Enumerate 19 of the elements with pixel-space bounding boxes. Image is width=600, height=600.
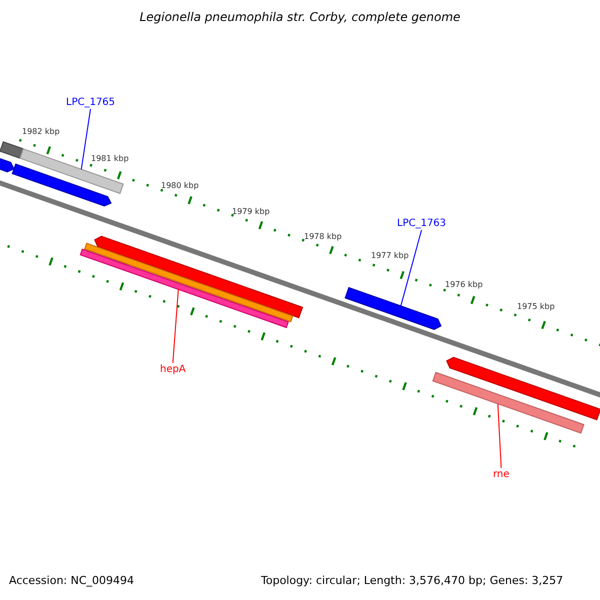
leader-line [400,230,422,306]
scale-label: 1980 kbp [161,182,199,191]
scale-label: 1975 kbp [517,303,555,312]
gene-arrow [344,286,442,330]
leader-line [172,288,179,364]
diagram-title: Legionella pneumophila str. Corby, complete genome [138,11,462,24]
gene-arrow [80,248,289,328]
gene-label: LPC_1765 [66,97,116,108]
footer-text: Accession: NC_009494 [9,575,134,588]
gene-label: LPC_1763 [397,218,446,229]
scale-label: 1976 kbp [445,281,483,290]
scale-label: 1979 kbp [232,208,270,217]
scale-label: 1981 kbp [91,155,129,164]
leader-line [497,403,502,468]
gene-label: rne [493,469,510,480]
footer-text: Topology: circular; Length: 3,576,470 bp; Genes: 3,257 [261,575,564,588]
gene-arrow [432,372,584,434]
leader-line [80,108,92,170]
gene-label: hepA [160,364,186,375]
